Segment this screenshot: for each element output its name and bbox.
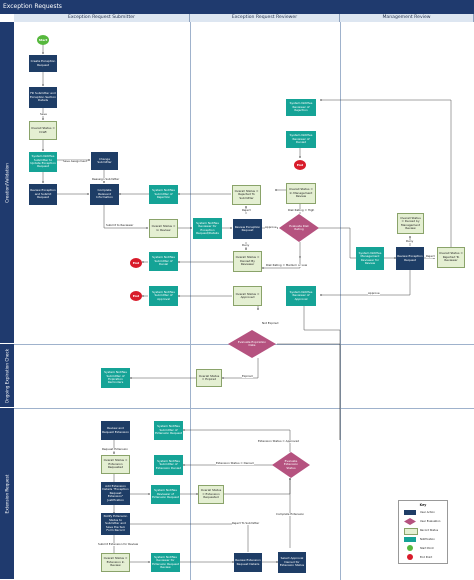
connector (261, 258, 301, 269)
status-draft[interactable]: Overall Status = Draft (29, 121, 57, 140)
legend-end-point: End Point (420, 556, 433, 559)
edge-label-complete-ext: Complete Extension (276, 512, 305, 516)
status-extension-requested[interactable]: Overall Status = Extension Requested (101, 455, 130, 474)
edge-label-expired: Expired (242, 374, 253, 378)
lane-header-submitter: Exception Request Submitter (14, 14, 190, 22)
legend-user-action: User Action (420, 511, 435, 514)
notify-reviewer-rejection[interactable]: System Notifies Reviewer of Rejection (286, 99, 316, 116)
edge-label-not-expired: Not Expired (262, 321, 279, 325)
status-denied-reviewer[interactable]: Overall Status = Denied By Reviewer (233, 251, 262, 272)
edge-label-submit-ext: Submit Extension for Review (98, 542, 139, 546)
end-node[interactable]: End (294, 160, 306, 170)
legend-start-point: Start Point (420, 547, 434, 550)
start-node[interactable]: Start (37, 35, 49, 45)
create-request-action[interactable]: Create Exception Request (29, 55, 57, 72)
status-management-review[interactable]: Overall Status = In Management Review (286, 183, 316, 204)
notify-update-request[interactable]: System Notifies Submitter to Update Exce… (29, 152, 57, 172)
edge-label-save-assignment: Save Assignment (63, 159, 88, 163)
connector (113, 523, 249, 552)
review-submit-action[interactable]: Review Exception and Submit Request (29, 184, 57, 205)
legend-start-swatch (407, 545, 413, 551)
notify-reviewer-details[interactable]: System Notifies Reviewer for Exception R… (193, 218, 222, 239)
legend-title: Key (419, 503, 427, 507)
notify-approval[interactable]: System Notifies Submitter of Approval (149, 286, 178, 306)
legend-record-status-swatch (404, 528, 418, 535)
complete-info-action[interactable]: Complete Relevant Information (90, 184, 119, 205)
add-extension-details-action[interactable]: Add Extension Details "Exception Request… (101, 482, 130, 505)
extension-status-decision[interactable]: Evaluate Extension Status (272, 452, 310, 478)
legend-user-action-swatch (404, 510, 416, 515)
edge-label-risk-high: Risk Rating = High (288, 208, 315, 212)
connector (221, 358, 259, 379)
phase-expiration-check: Ongoing Expiration Check (0, 344, 14, 408)
connector (277, 295, 341, 440)
edge-label-approve: Approve (265, 225, 277, 229)
end-node[interactable]: End (130, 291, 142, 301)
notify-management-reviewer[interactable]: System Notifies Management Reviewer for … (356, 247, 384, 270)
connector (103, 205, 149, 229)
legend-notification: Notification (420, 538, 435, 541)
connector (319, 270, 411, 296)
legend-end-swatch (407, 554, 413, 560)
notify-reviewer-extension[interactable]: System Notifies Reviewer of Extension Re… (151, 485, 180, 504)
notify-reviewer-denied[interactable]: System Notifies Reviewer of Denied (286, 131, 316, 148)
phase-divider (14, 408, 474, 409)
status-approved[interactable]: Overall Status = Approved (233, 286, 262, 306)
window-title: Exception Requests (0, 0, 474, 14)
notify-extension-review[interactable]: System Notifies Reviewer for Extension R… (151, 553, 180, 572)
lane-divider (340, 22, 341, 580)
edge-label-deny: Deny (242, 243, 250, 247)
connector (224, 477, 291, 495)
review-extension-action[interactable]: Review and Request Extension (101, 421, 130, 440)
edge-label-approve2: Approve (368, 291, 380, 295)
review-exception-action[interactable]: Review Exception Request (233, 219, 262, 239)
edge-label-reassign: Reassign Submitter (92, 177, 120, 181)
notify-expiration[interactable]: System Notifies Submitter of Expiration … (101, 368, 130, 388)
edge-label-risk-low: Risk Rating = Medium or Low (266, 263, 308, 267)
status-rejected-submitter[interactable]: Overall Status = Rejected To Submitter (232, 185, 261, 205)
legend-user-evaluation: User Evaluation (420, 520, 441, 523)
edge-label-request-ext: Request Extension (102, 447, 128, 451)
lane-header-reviewer: Exception Request Reviewer (190, 14, 340, 22)
end-node[interactable]: End (130, 258, 142, 268)
status-extension-requested-2[interactable]: Overall Status = Extension Requested (198, 485, 224, 504)
legend-user-evaluation-swatch (404, 518, 416, 525)
fill-details-action[interactable]: Fill Submitter and Exception Section Det… (29, 87, 57, 108)
notify-extension-status-action[interactable]: Notify Extension Status to Submitter and… (101, 513, 130, 535)
edge-label-deny-mgmt: Deny (406, 239, 414, 243)
notify-extension-denied[interactable]: System Notifies Submitter of Extension D… (154, 455, 183, 475)
change-submitter-action[interactable]: Change Submitter (91, 152, 118, 170)
status-rejected-reviewer[interactable]: Overall Status = Rejected To Reviewer (437, 247, 465, 268)
legend-record-status: Record Status (420, 529, 439, 532)
edge-label-save: Save (40, 112, 47, 116)
connector (182, 429, 291, 452)
status-expired[interactable]: Overall Status = Expired (196, 369, 222, 387)
edge-label-reject: Reject (242, 208, 251, 212)
notify-reviewer-approval[interactable]: System Notifies Reviewer of Approval (286, 286, 316, 306)
edge-label-ext-approved: Extension Status = Approved (258, 439, 300, 443)
notify-denial[interactable]: System Notifies Submitter of Denial (149, 252, 178, 271)
lane-divider (190, 22, 191, 580)
connector (319, 99, 452, 247)
status-extension-in-review[interactable]: Overall Status = Extension In Review (101, 553, 130, 572)
legend: Key User Action User Evaluation Record S… (398, 500, 448, 564)
select-extension-status-action[interactable]: Select Approval Denied for Extension Sta… (278, 552, 306, 573)
risk-rating-decision[interactable]: Evaluate Risk Rating (279, 214, 319, 242)
connector (318, 227, 359, 259)
expiration-date-decision[interactable]: Evaluate Expiration Date (228, 330, 276, 358)
notify-extension-request[interactable]: System Notifies Submitter of Extension R… (154, 421, 183, 440)
status-in-review[interactable]: Overall Status = In Review (149, 219, 178, 238)
edge-label-ext-denied: Extension Status = Denied (216, 461, 254, 465)
legend-notification-swatch (404, 537, 416, 542)
review-management-action[interactable]: Review Exception Request (396, 247, 424, 270)
review-extension-details-action[interactable]: Review Extension Request Details (234, 553, 262, 572)
status-denied-management[interactable]: Overall Status = Denied by Management Re… (397, 213, 424, 234)
edge-label-reject2: Reject (426, 254, 435, 258)
phase-creation-validation: Creation/Validation (0, 22, 14, 344)
notify-rejection[interactable]: System Notifies Submitter of Rejection (149, 185, 178, 204)
edge-label-reject-submitter: Reject To Submitter (232, 521, 260, 525)
edge-label-submit: Submit to Reviewer (106, 223, 134, 227)
